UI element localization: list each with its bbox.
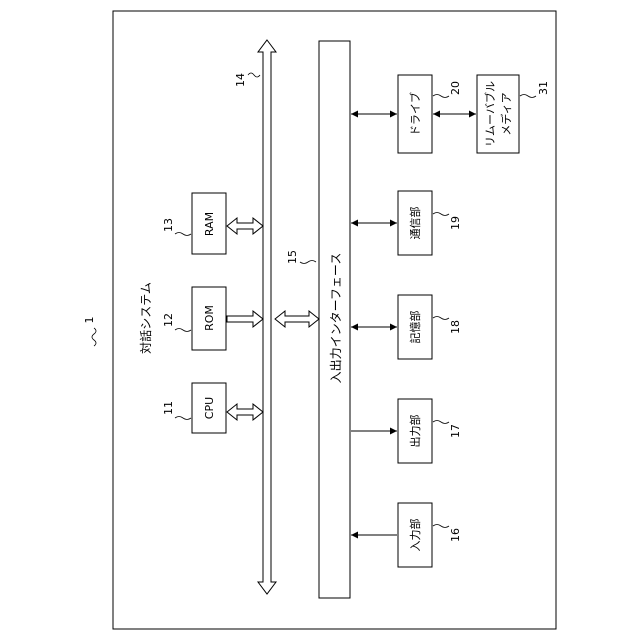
drive-label: ドライブ (408, 92, 422, 136)
ram-leader (175, 233, 191, 236)
system-ref: 1 (83, 317, 96, 324)
comm-ref: 19 (449, 216, 462, 230)
drive-ref: 20 (449, 81, 462, 95)
comm-leader (433, 213, 449, 216)
io-interface-ref: 15 (286, 250, 299, 264)
io-interface-label: 入出力インターフェース (329, 253, 343, 384)
comm-label: 通信部 (408, 207, 422, 240)
media-ref: 31 (537, 81, 550, 95)
bus-interface-connector (275, 311, 319, 327)
input-leader (433, 525, 449, 528)
media-leader (520, 95, 536, 98)
ram-label: RAM (203, 212, 216, 236)
ram-ref: 13 (162, 218, 175, 232)
bus-ref: 14 (234, 73, 247, 87)
ram-bus-connector (227, 218, 263, 234)
cpu-bus-connector (227, 404, 263, 420)
input-label: 入力部 (408, 519, 422, 552)
storage-label: 記憶部 (408, 311, 422, 344)
rom-bus-connector (227, 311, 263, 327)
output-label: 出力部 (408, 415, 422, 448)
bus-leader (248, 73, 260, 77)
system-leader (92, 328, 96, 346)
rom-leader (175, 329, 191, 332)
io-interface-leader (300, 261, 316, 264)
input-ref: 16 (449, 528, 462, 542)
cpu-leader (175, 417, 191, 420)
rom-ref: 12 (162, 313, 175, 327)
output-ref: 17 (449, 424, 462, 438)
cpu-label: CPU (203, 397, 216, 419)
system-label: 対話システム (138, 282, 153, 354)
storage-ref: 18 (449, 320, 462, 334)
rom-label: ROM (203, 305, 216, 331)
drive-leader (433, 95, 449, 98)
media-label-line2: メディア (499, 92, 513, 135)
storage-leader (433, 317, 449, 320)
media-label-line1: リムーバブル (483, 81, 497, 147)
output-leader (433, 421, 449, 424)
cpu-ref: 11 (162, 401, 175, 415)
